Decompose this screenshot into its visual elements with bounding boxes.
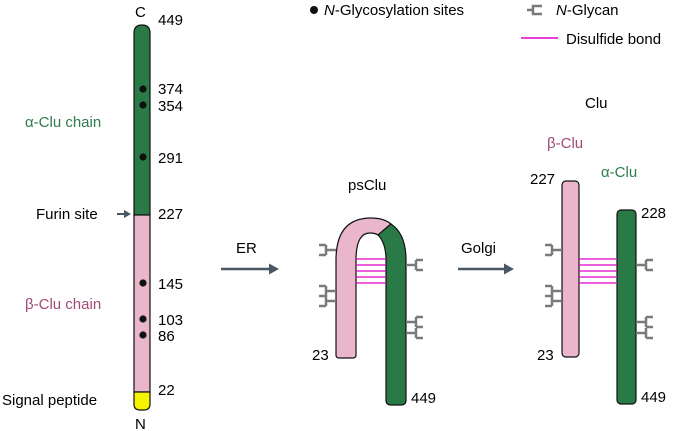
residue-227: 227 bbox=[158, 206, 183, 223]
psclu-beta-arm bbox=[335, 217, 392, 359]
golgi-label: Golgi bbox=[461, 240, 496, 257]
furin-site-arrow bbox=[117, 210, 131, 218]
residue-103: 103 bbox=[158, 312, 183, 329]
glycan-icon bbox=[545, 284, 562, 298]
glycan-icon bbox=[636, 328, 653, 340]
glycan-icon bbox=[406, 328, 423, 340]
er-label: ER bbox=[236, 240, 257, 257]
psclu-alpha-arm bbox=[377, 223, 407, 406]
glycan-icon bbox=[636, 315, 653, 329]
glyco-site-145 bbox=[139, 279, 147, 287]
golgi-step-arrow: Golgi bbox=[458, 240, 514, 275]
clu-disulfide-bonds bbox=[579, 258, 617, 284]
alpha-chain-label: α-Clu chain bbox=[25, 114, 101, 131]
legend-disulfide-label: Disulfide bond bbox=[566, 31, 661, 48]
glyco-site-374 bbox=[139, 85, 147, 93]
legend: N-Glycosylation sites N-Glycan Disulfide… bbox=[310, 2, 661, 48]
residue-291: 291 bbox=[158, 150, 183, 167]
glycan-icon bbox=[406, 258, 423, 272]
residue-86: 86 bbox=[158, 328, 175, 345]
residue-354: 354 bbox=[158, 98, 183, 115]
n-terminus-label: N bbox=[135, 416, 146, 431]
glycan-icon bbox=[636, 258, 653, 272]
glycan-icon bbox=[319, 284, 336, 298]
clu-alpha-glycans bbox=[636, 258, 653, 340]
glycan-icon bbox=[545, 243, 562, 257]
beta-chain-label: β-Clu chain bbox=[25, 296, 101, 313]
clu-beta-top-label: 227 bbox=[530, 171, 555, 188]
clu-title: Clu bbox=[585, 95, 608, 112]
clu-beta-bottom-label: 23 bbox=[537, 347, 554, 364]
psclu-c-end-label: 449 bbox=[411, 390, 436, 407]
legend-glycan-label: N-Glycan bbox=[556, 2, 619, 19]
glyco-site-354 bbox=[139, 101, 147, 109]
mature-clu-structure: Clu β-Clu α-Clu 227 228 23 449 bbox=[530, 95, 666, 406]
psclu-disulfide-bonds bbox=[356, 258, 386, 284]
clu-alpha-top-label: 228 bbox=[641, 205, 666, 222]
precursor-bar: C N 449 374 354 291 227 145 103 86 22 α-… bbox=[2, 4, 183, 431]
psclu-beta-glycans bbox=[319, 243, 336, 308]
er-step-arrow: ER bbox=[221, 240, 279, 275]
signal-peptide-segment bbox=[133, 391, 151, 411]
signal-peptide-label: Signal peptide bbox=[2, 392, 97, 409]
legend-glycan-icon bbox=[527, 4, 542, 16]
glycan-icon bbox=[406, 315, 423, 329]
clu-beta-chain bbox=[561, 180, 580, 358]
clu-beta-label: β-Clu bbox=[547, 135, 583, 152]
glyco-site-103 bbox=[139, 315, 147, 323]
alpha-chain-segment bbox=[133, 24, 151, 216]
beta-chain-segment bbox=[133, 214, 151, 393]
furin-site-label: Furin site bbox=[36, 206, 98, 223]
residue-374: 374 bbox=[158, 81, 183, 98]
glyco-site-291 bbox=[139, 153, 147, 161]
c-terminus-label: C bbox=[135, 4, 146, 21]
clu-beta-glycans bbox=[545, 243, 562, 308]
psclu-title: psClu bbox=[348, 177, 386, 194]
glycan-icon bbox=[319, 243, 336, 257]
glycan-icon bbox=[319, 296, 336, 308]
clu-alpha-bottom-label: 449 bbox=[641, 389, 666, 406]
legend-glyco-dot bbox=[310, 6, 318, 14]
residue-22: 22 bbox=[158, 382, 175, 399]
psclu-n-end-label: 23 bbox=[312, 347, 329, 364]
clu-alpha-label: α-Clu bbox=[601, 164, 637, 181]
clu-alpha-chain bbox=[616, 209, 637, 405]
residue-145: 145 bbox=[158, 276, 183, 293]
psclu-structure: psClu 23 449 bbox=[312, 177, 436, 407]
glyco-site-86 bbox=[139, 331, 147, 339]
psclu-alpha-glycans bbox=[406, 258, 423, 340]
legend-glyco-label: N-Glycosylation sites bbox=[324, 2, 464, 19]
residue-449: 449 bbox=[158, 12, 183, 29]
glycan-icon bbox=[545, 296, 562, 308]
